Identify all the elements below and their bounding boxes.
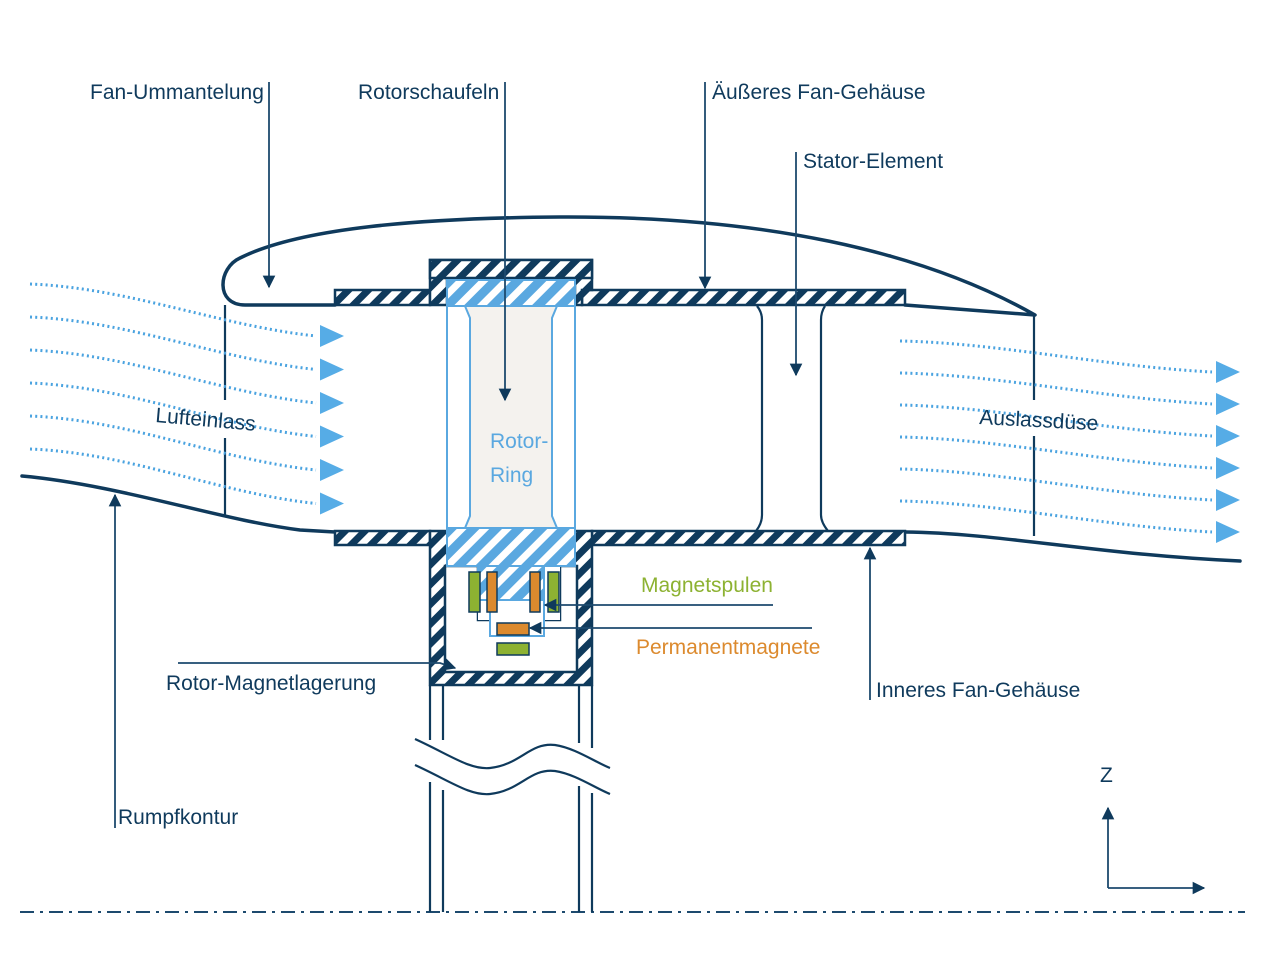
label-rotor-ring-1: Rotor- — [490, 430, 548, 453]
label-rotor-blades: Rotorschaufeln — [358, 81, 499, 104]
inlet-arrow-icon — [320, 492, 344, 515]
label-fan-shroud: Fan-Ummantelung — [90, 81, 264, 104]
break-line-bottom — [414, 763, 611, 796]
outlet-streamline — [899, 371, 1213, 406]
label-rotor-ring-2: Ring — [490, 464, 533, 487]
label-stator-element: Stator-Element — [803, 150, 943, 173]
label-outlet-nozzle: Auslassdüse — [979, 406, 1099, 435]
inlet-streamline — [29, 348, 317, 405]
leader-bearing — [178, 658, 457, 671]
shaft — [414, 685, 611, 912]
label-inner-housing: Inneres Fan-Gehäuse — [876, 679, 1080, 702]
fan-shroud-outline — [221, 215, 1037, 317]
stator-element-right — [819, 305, 829, 532]
label-axis-z: Z — [1100, 764, 1113, 787]
fuselage-contour-right — [903, 530, 1242, 563]
airflow-streamlines — [29, 282, 1240, 543]
inlet-streamline — [29, 381, 317, 438]
inlet-streamline — [29, 315, 317, 371]
label-permanent-magnets: Permanentmagnete — [636, 636, 820, 659]
outlet-streamline — [899, 403, 1213, 438]
outlet-arrow-icon — [1216, 457, 1240, 479]
inlet-arrow-icon — [320, 325, 344, 347]
outlet-streamline — [899, 467, 1213, 502]
fuselage-contour-left — [20, 474, 337, 534]
magnet-coils — [468, 571, 560, 656]
outlet-arrow-icon — [1216, 489, 1240, 511]
permanent-magnets — [486, 571, 541, 636]
inlet-streamline — [29, 414, 317, 472]
inner-fan-housing — [333, 529, 907, 547]
inlet-arrow-icon — [320, 392, 344, 414]
inlet-arrow-icon — [320, 358, 344, 381]
label-air-inlet: Lufteinlass — [155, 404, 257, 436]
label-fuselage-contour: Rumpfkontur — [118, 806, 238, 829]
inlet-streamline — [29, 282, 317, 338]
outlet-arrow-icon — [1216, 393, 1240, 415]
label-magnet-coils: Magnetspulen — [641, 574, 773, 597]
rotor-ring — [446, 279, 576, 637]
outlet-streamline — [899, 499, 1213, 534]
outlet-arrow-icon — [1216, 521, 1240, 543]
outlet-streamline — [899, 435, 1213, 470]
label-rotor-bearing: Rotor-Magnetlagerung — [166, 672, 376, 695]
label-outer-housing: Äußeres Fan-Gehäuse — [712, 81, 926, 104]
coordinate-axes-icon — [1101, 806, 1206, 895]
inlet-streamline — [29, 447, 317, 505]
outlet-arrow-icon — [1216, 361, 1240, 383]
inlet-arrow-icon — [320, 459, 344, 481]
inlet-arrow-icon — [320, 425, 344, 448]
outlet-arrow-icon — [1216, 425, 1240, 447]
outlet-streamline — [899, 339, 1213, 374]
stator-element-left — [755, 305, 764, 532]
break-line-top — [414, 737, 611, 770]
outer-fan-housing — [333, 258, 907, 307]
